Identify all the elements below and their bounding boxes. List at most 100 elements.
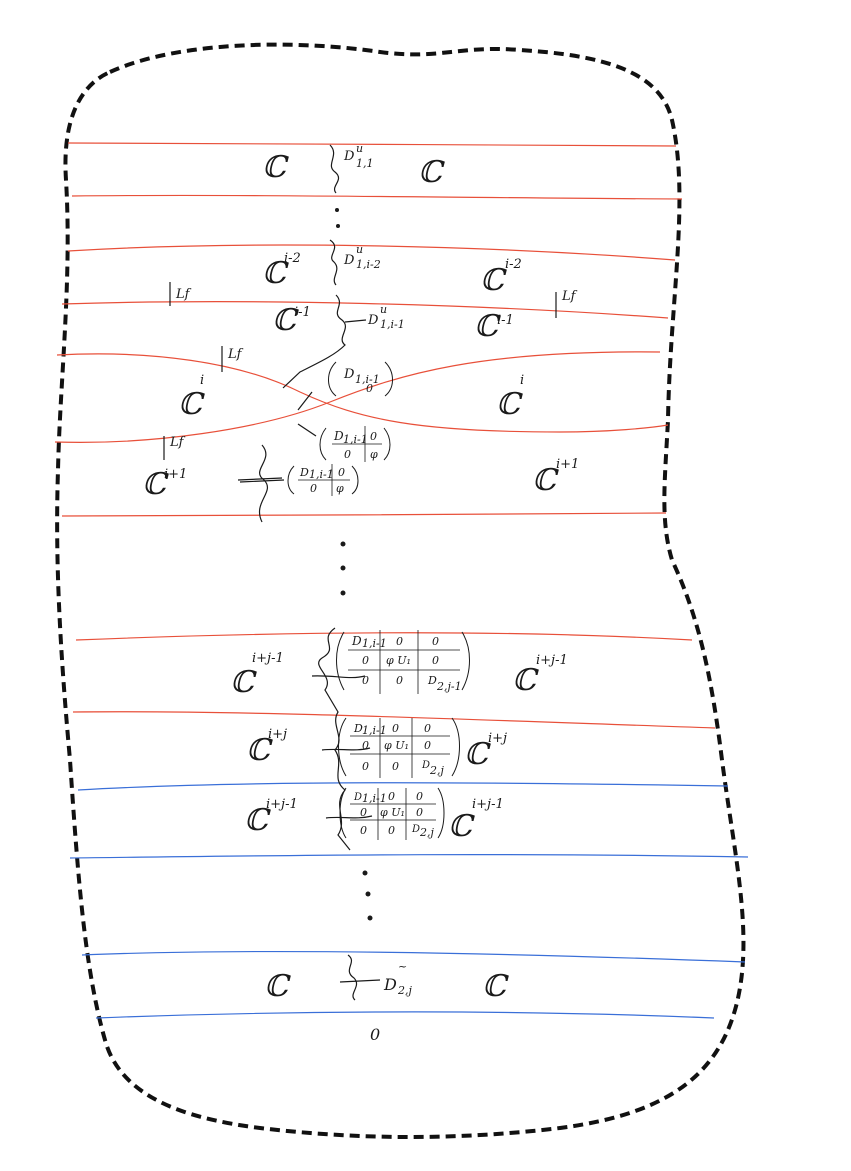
matrix5-d2: D [411, 824, 420, 835]
matrix3-sub2: 2,j-1 [436, 680, 462, 693]
band3-map-sup: u [380, 303, 387, 316]
matrix4-z5: 0 [362, 760, 369, 773]
arrow-mid-1 [311, 675, 366, 679]
blue-line-1 [77, 782, 729, 791]
matrix5-z6: 0 [388, 824, 395, 837]
band3-arrow [344, 319, 367, 323]
matrix-block-3: D 1,i-1 0 0 0 φ U₁ 0 0 0 D 2,j-1 [336, 630, 470, 694]
matrix5-sub2: 2,j [419, 826, 434, 839]
squiggle-5 [318, 627, 351, 851]
red-line-1 [67, 142, 677, 147]
matrix4-z6: 0 [392, 760, 399, 773]
band7-left-sup: i+j [268, 727, 287, 742]
band4-right-label: ℂ [496, 387, 523, 422]
red-line-4 [61, 301, 669, 319]
band3-right-label: ℂ [474, 309, 501, 344]
matrix4-z1: 0 [392, 722, 399, 735]
squiggle-1 [329, 144, 340, 194]
arrow-mid-2 [321, 747, 371, 751]
matrix2-zero-a: 0 [338, 466, 345, 479]
band5-right-sup: i+1 [556, 457, 579, 472]
band7-left-label: ℂ [246, 733, 273, 768]
blue-line-3 [81, 950, 746, 963]
vertical-connectors [237, 144, 381, 1001]
band8-left-label: ℂ [244, 803, 271, 838]
arrow-small-1 [237, 477, 283, 481]
matrix2-d: D [299, 466, 309, 479]
matrix3-d2: D [427, 674, 437, 687]
matrix1-sub: 1,i-1 [343, 433, 368, 446]
band2-map-sup: u [356, 243, 363, 256]
matrix3-d1: D [351, 634, 362, 648]
arrow-small-2 [297, 391, 313, 411]
band2-map-label: D [343, 253, 355, 268]
band1-map-sub: 1,1 [356, 157, 374, 170]
band2-right-sup: i-2 [505, 257, 522, 272]
matrix-transpose-d: D [343, 367, 355, 382]
matrix2-sub: 1,i-1 [309, 468, 334, 481]
matrix3-sub1: 1,i-1 [362, 637, 387, 650]
red-line-7 [75, 632, 693, 641]
band9-map-label: D [383, 975, 397, 994]
band2-map-sub: 1,i-2 [356, 258, 381, 271]
band3-left-sup: i-1 [294, 305, 311, 320]
band6-left-sup: i+j-1 [252, 651, 284, 666]
dashed-outline [55, 42, 746, 1139]
matrix2-phi: φ [336, 482, 344, 495]
matrix5-z2: 0 [416, 790, 423, 803]
lf-markers [163, 282, 557, 460]
matrix5-z5: 0 [360, 824, 367, 837]
band5-right-label: ℂ [532, 463, 559, 498]
blue-line-2 [69, 853, 749, 859]
lf-label-4: Lf [169, 435, 186, 450]
band2-right-label: ℂ [480, 263, 507, 298]
matrix4-d1: D [353, 722, 363, 735]
matrix5-sub1: 1,i-1 [362, 792, 387, 805]
band7-right-label: ℂ [464, 737, 491, 772]
red-line-2 [71, 194, 683, 200]
red-strands [54, 142, 716, 729]
band9-map-sup: ~ [398, 960, 407, 973]
matrix5-z1: 0 [388, 790, 395, 803]
matrix-block-1: D 1,i-1 0 0 φ [319, 426, 391, 462]
matrix1-d: D [333, 429, 344, 443]
matrix1-phi: φ [370, 448, 378, 461]
matrix1-zero-a: 0 [370, 430, 377, 443]
matrix5-z4: 0 [416, 806, 423, 819]
band1-map-sup: u [356, 142, 363, 155]
band4-right-sup: i [520, 373, 524, 388]
band7-right-sup: i+j [488, 731, 507, 746]
lf-label-3: Lf [227, 347, 244, 362]
matrix3-phiu: φ U₁ [386, 654, 411, 667]
matrix4-z4: 0 [424, 739, 431, 752]
matrix1-zero-b: 0 [344, 448, 351, 461]
red-line-8 [72, 711, 716, 729]
lf-label-1: Lf [175, 287, 192, 302]
band1-right-label: ℂ [418, 155, 445, 190]
band4-left-sup: i [200, 373, 204, 388]
matrix3-z6: 0 [396, 674, 403, 687]
matrix-block-2: D 1,i-1 0 0 φ [287, 464, 359, 496]
band6-left-label: ℂ [230, 665, 257, 700]
band3-right-sup: i-1 [497, 313, 514, 328]
ellipsis-dots [335, 208, 373, 921]
zero-label: 0 [370, 1025, 380, 1044]
band2-left-label: ℂ [262, 256, 289, 291]
matrix4-z3: 0 [362, 739, 369, 752]
matrix4-phiu: φ U₁ [384, 739, 409, 752]
band9-right-label: ℂ [482, 969, 509, 1004]
matrix4-d2: D [421, 760, 430, 771]
band8-right-label: ℂ [448, 809, 475, 844]
squiggle-3 [282, 294, 347, 389]
band5-arrow [239, 479, 285, 483]
blue-line-4 [95, 1011, 715, 1019]
band9-left-label: ℂ [264, 969, 291, 1004]
matrix-transpose-sub: 1,i-1 [355, 373, 380, 386]
band9-map-sub: 2,j [397, 984, 412, 997]
band8-left-sup: i+j-1 [266, 797, 298, 812]
band4-left-label: ℂ [178, 387, 205, 422]
red-line-5a [56, 353, 669, 433]
matrix5-phiu: φ U₁ [380, 806, 405, 819]
matrix3-z1: 0 [396, 635, 403, 648]
